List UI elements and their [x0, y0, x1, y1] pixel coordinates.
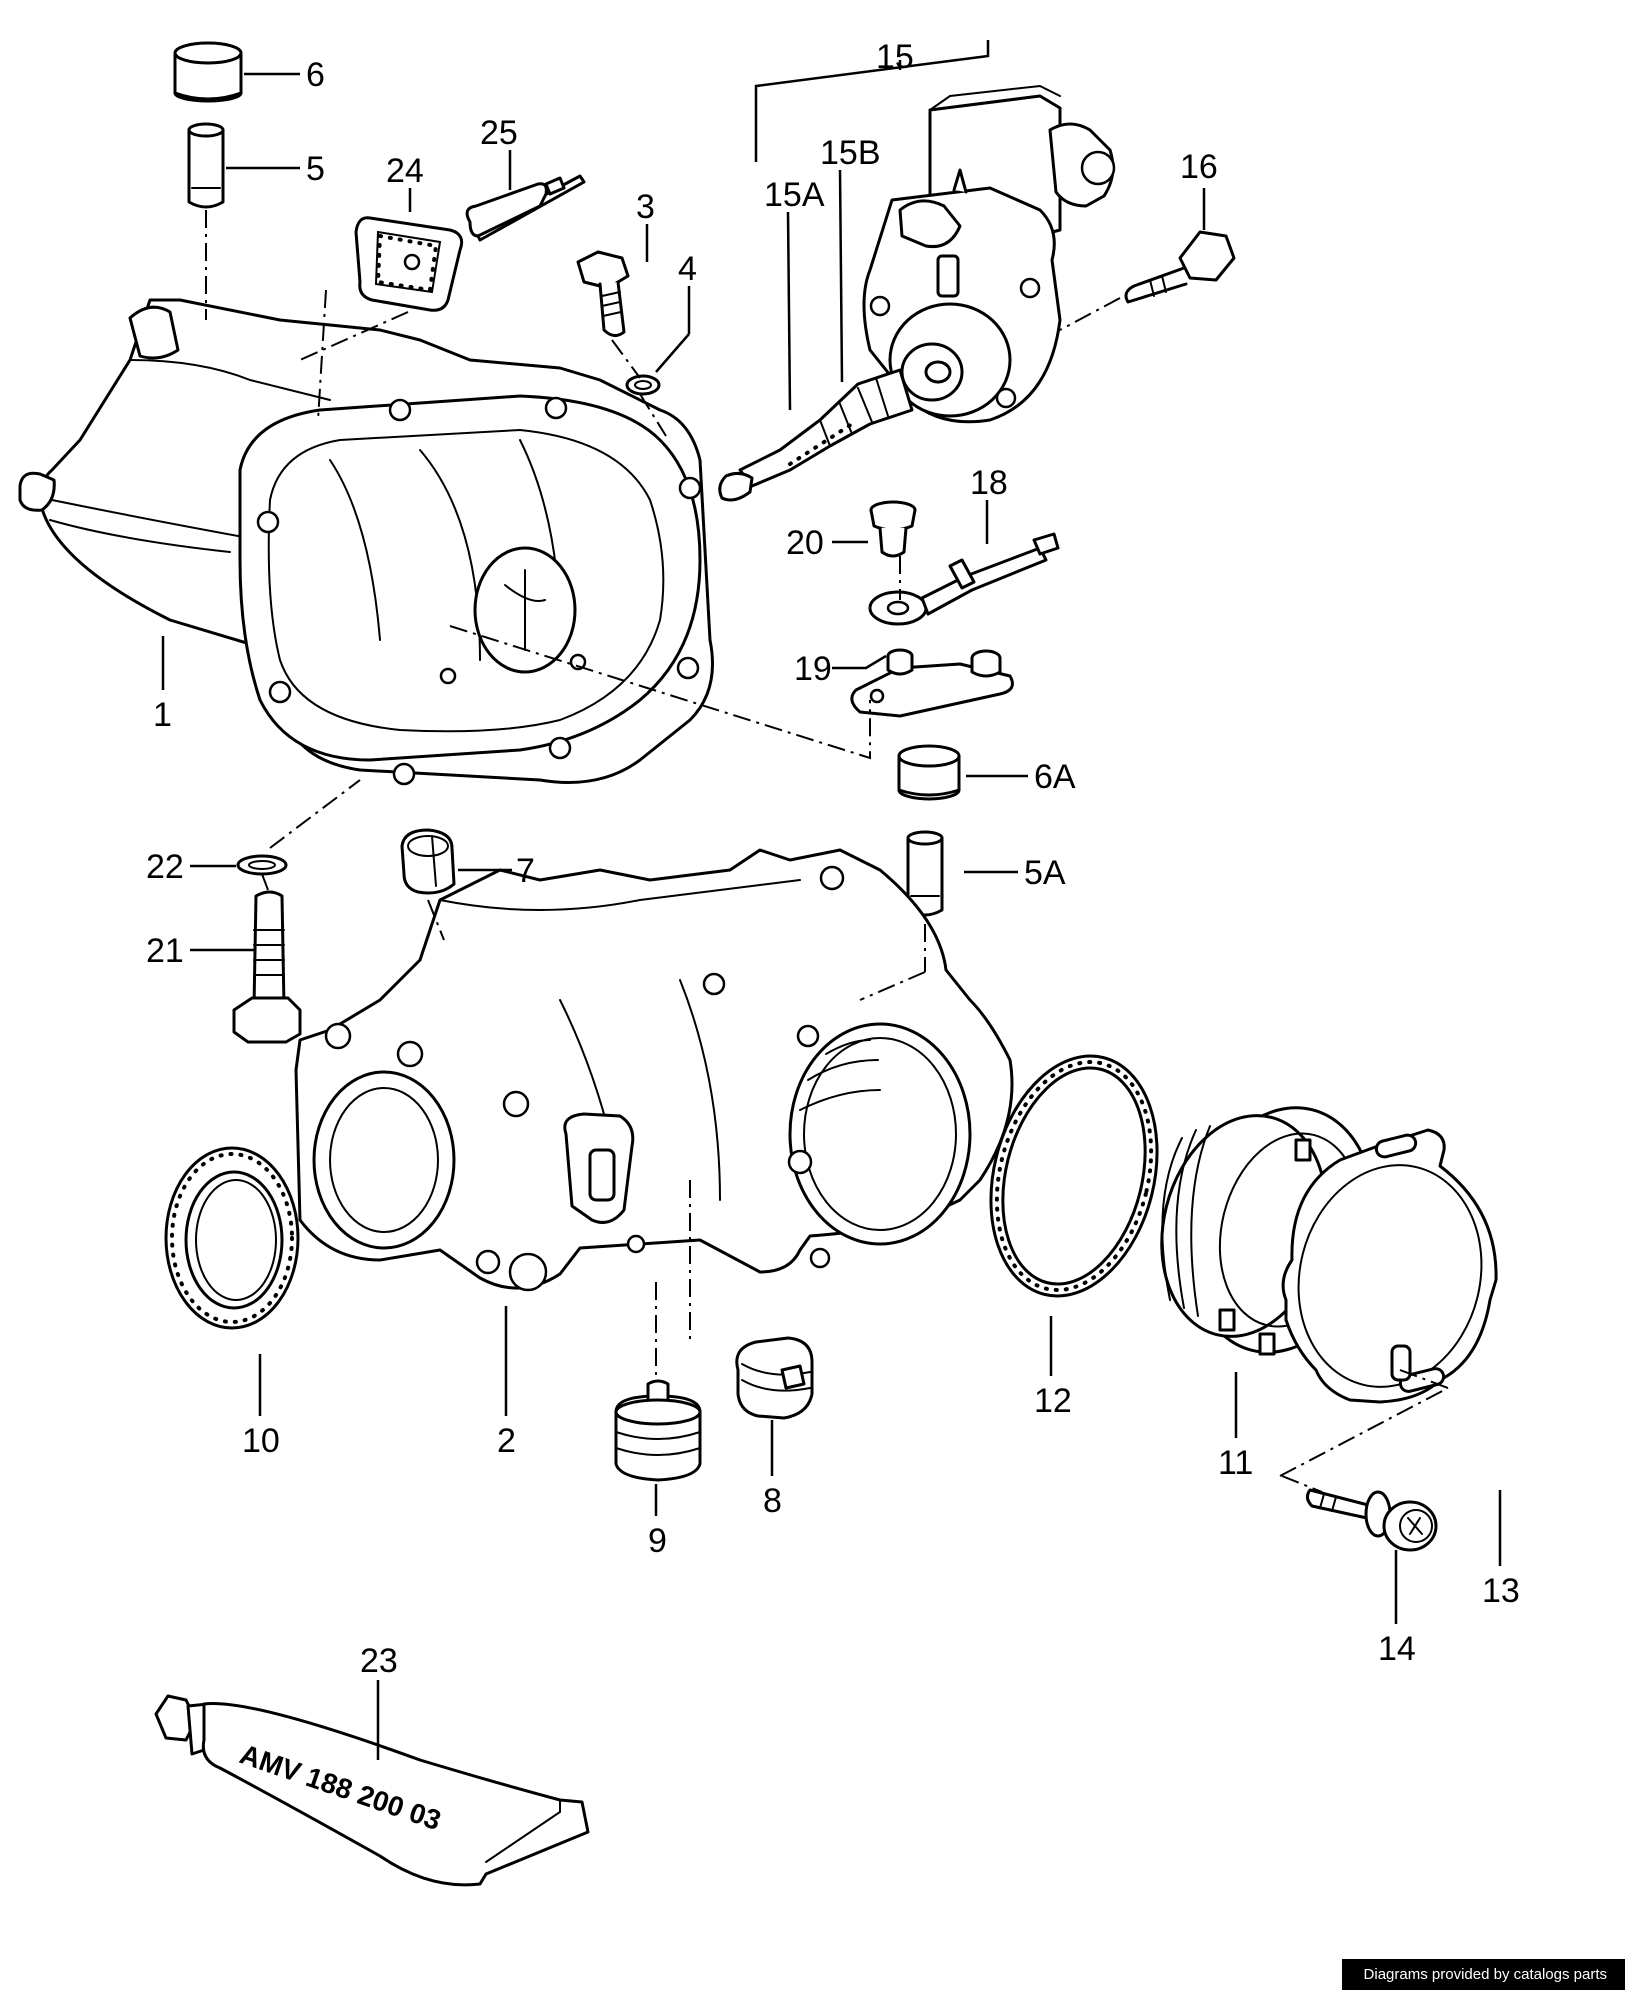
callout-10: 10 [242, 1422, 280, 1460]
callout-20: 20 [786, 524, 824, 562]
callout-24: 24 [386, 152, 424, 190]
callout-5A: 5A [1024, 854, 1066, 892]
callout-3: 3 [636, 188, 655, 226]
callout-8: 8 [763, 1482, 782, 1520]
part-14-bolt [1305, 1488, 1438, 1552]
part-15-valve-unit [862, 84, 1116, 424]
callout-16: 16 [1180, 148, 1218, 186]
leader-lines [161, 40, 1502, 1760]
callout-14: 14 [1378, 1630, 1416, 1668]
callout-15: 15 [876, 38, 914, 76]
part-3-bolt [576, 250, 630, 337]
part-24-filter [354, 216, 464, 312]
part-9-plug [614, 1379, 702, 1482]
callout-23: 23 [360, 1642, 398, 1680]
part-7-bush [400, 828, 456, 895]
callout-18: 18 [970, 464, 1008, 502]
part-10-seal [164, 1146, 300, 1330]
callout-12: 12 [1034, 1382, 1072, 1420]
callout-6A: 6A [1034, 758, 1076, 796]
callout-13: 13 [1482, 1572, 1520, 1610]
callout-6: 6 [306, 56, 325, 94]
callout-7: 7 [516, 852, 535, 890]
callout-9: 9 [648, 1522, 667, 1560]
callout-4: 4 [678, 250, 697, 288]
credit-badge: Diagrams provided by catalogs parts [1341, 1959, 1625, 1990]
callout-11: 11 [1218, 1444, 1253, 1482]
callout-19: 19 [794, 650, 832, 688]
part-23-sealant-tube [154, 1694, 590, 1887]
part-25-sensor [465, 174, 586, 242]
part-22-washer [236, 854, 288, 876]
callout-25: 25 [480, 114, 518, 152]
part-6-cap [173, 41, 243, 103]
part-15A-15B-boot [718, 368, 914, 502]
part-20-plug [869, 500, 917, 558]
callout-1: 1 [153, 696, 172, 734]
callout-2: 2 [497, 1422, 516, 1460]
callout-15A: 15A [764, 176, 825, 214]
assembly-lines [205, 210, 1449, 1493]
callout-21: 21 [146, 932, 184, 970]
callout-5: 5 [306, 150, 325, 188]
part-18-sensor [868, 532, 1060, 626]
callout-15B: 15B [820, 134, 881, 172]
part-1-housing [18, 298, 714, 786]
part-4-o-ring [625, 374, 661, 396]
part-16-bolt [1124, 230, 1236, 304]
part-8-plug [735, 1336, 814, 1420]
callout-22: 22 [146, 848, 184, 886]
part-21-drain-bolt [232, 890, 302, 1044]
part-5-sleeve [187, 122, 225, 209]
part-2-housing [294, 848, 1014, 1292]
part-13-locking-plate [1281, 1128, 1498, 1404]
callout-labels: 6 5 25 24 3 4 15 15B 15A 16 18 20 1 19 6… [146, 38, 1520, 1680]
part-19-bracket [850, 648, 1014, 718]
part-12-gasket [989, 1054, 1159, 1298]
part-6A-cap [897, 744, 961, 801]
